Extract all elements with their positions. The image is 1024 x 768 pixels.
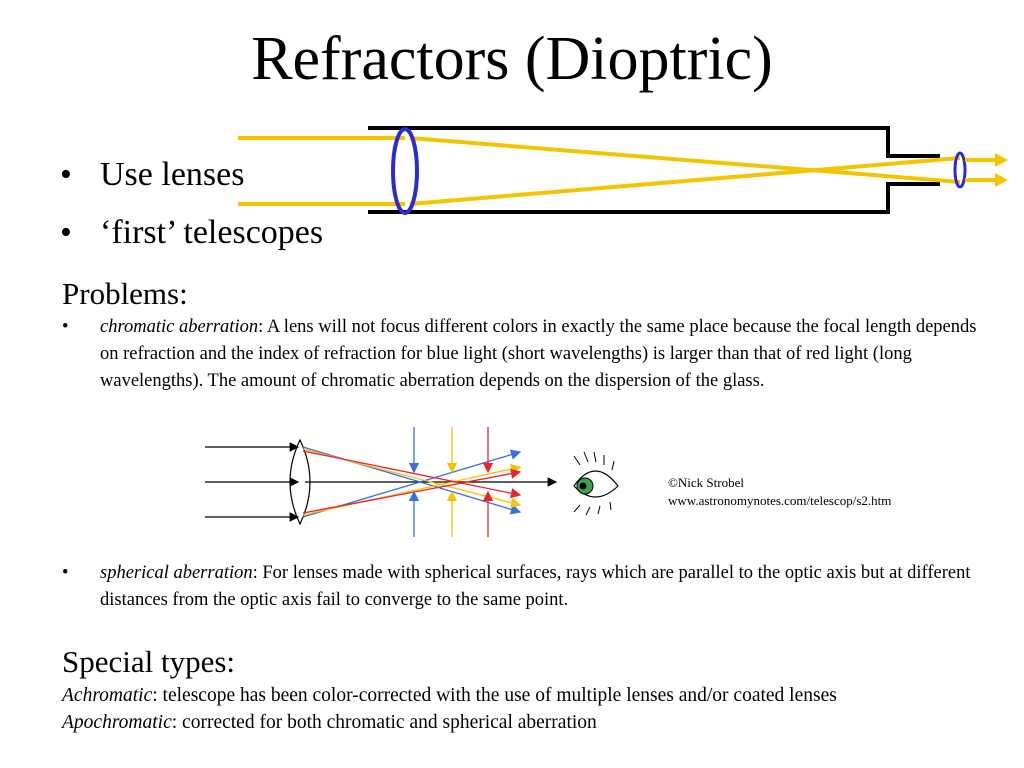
- special-types-heading: Special types:: [62, 644, 236, 679]
- achromatic-line: Achromatic: telescope has been color-cor…: [62, 685, 837, 706]
- special-types-list: Achromatic: telescope has been color-cor…: [62, 682, 837, 736]
- chromatic-term: chromatic aberration: [100, 317, 259, 337]
- bullet-first-telescopes: •‘first’ telescopes: [60, 214, 324, 251]
- slide-title: Refractors (Dioptric): [251, 25, 773, 93]
- achromatic-term: Achromatic: [62, 685, 153, 706]
- credit-url: www.astronomynotes.com/telescop/s2.htm: [668, 493, 892, 508]
- top-bullets: •Use lenses •‘first’ telescopes: [60, 146, 323, 262]
- outgoing-rays: [965, 153, 1008, 187]
- spherical-text: : For lenses made with spherical surface…: [100, 563, 971, 610]
- objective-lens: [391, 127, 419, 215]
- spherical-item: • spherical aberration: For lenses made …: [62, 563, 971, 610]
- incoming-rays: [238, 136, 961, 206]
- chromatic-text: : A lens will not focus different colors…: [100, 317, 977, 391]
- spherical-term: spherical aberration: [100, 563, 253, 583]
- chromatic-item: • chromatic aberration: A lens will not …: [62, 317, 977, 391]
- problems-heading: Problems:: [62, 276, 188, 311]
- credit-author: ©Nick Strobel: [668, 475, 744, 490]
- bullet-use-lenses: •Use lenses: [60, 156, 245, 193]
- apochromatic-line: Apochromatic: corrected for both chromat…: [62, 712, 597, 733]
- eyepiece-lens: [953, 151, 967, 189]
- telescope-tube: [368, 126, 940, 214]
- apochromatic-term: Apochromatic: [62, 712, 172, 733]
- lens-shape: [289, 438, 311, 526]
- image-credit: ©Nick Strobel www.astronomynotes.com/tel…: [668, 474, 891, 510]
- eye-icon: [573, 451, 619, 516]
